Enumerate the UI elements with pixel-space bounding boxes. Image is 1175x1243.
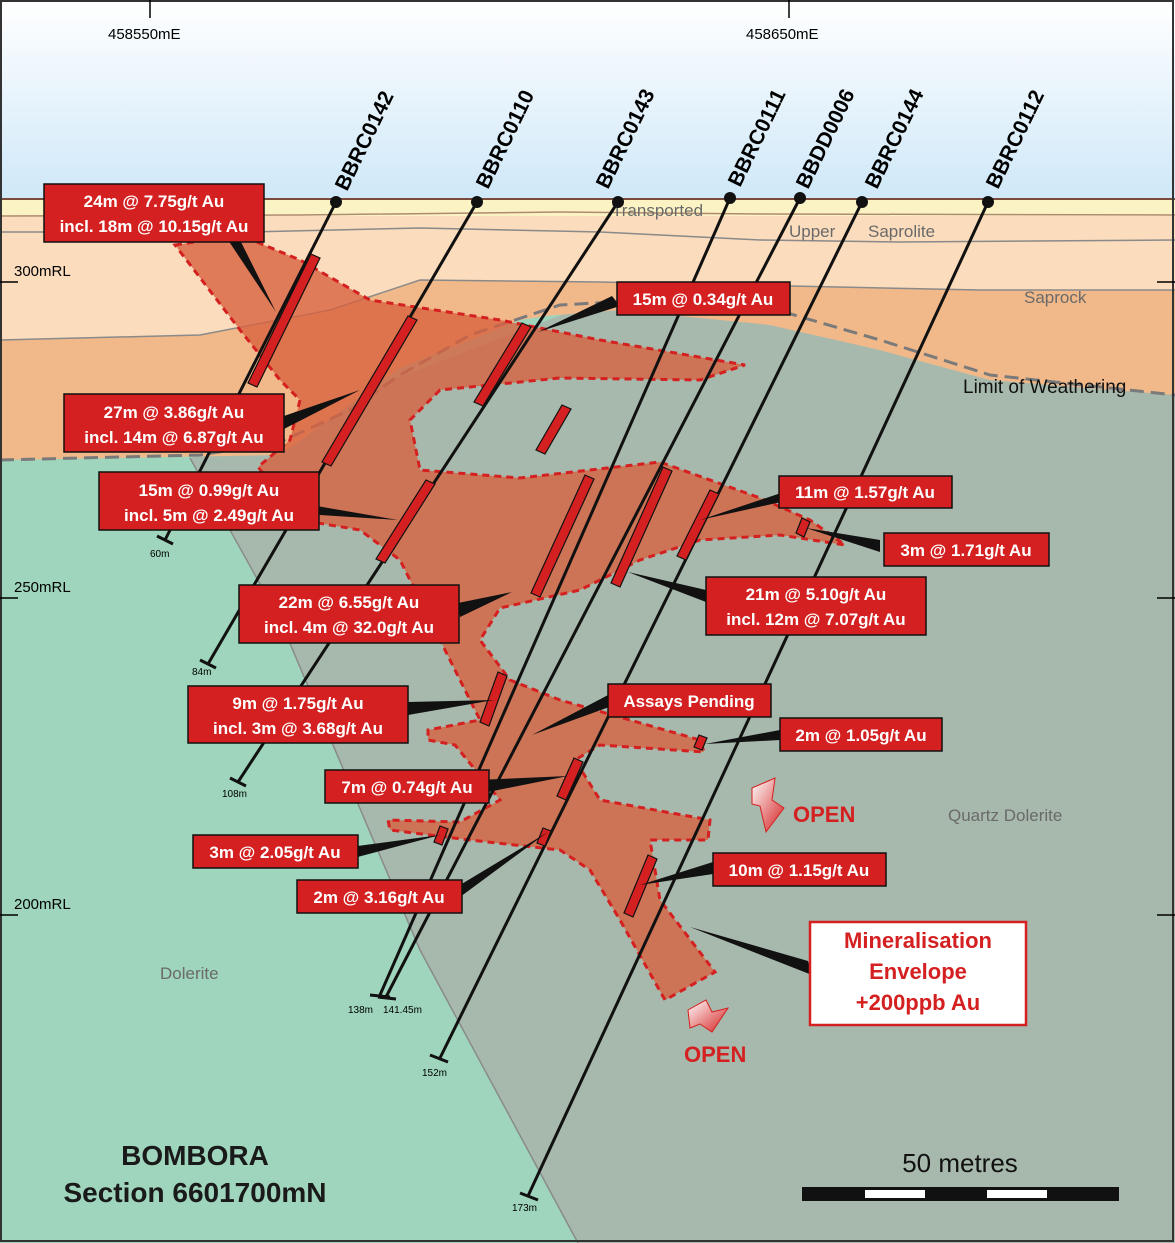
intercept-label-13: 3m @ 2.05g/t Au xyxy=(192,834,359,869)
intercept-segments xyxy=(247,253,811,918)
limit-of-weathering-line xyxy=(0,298,1175,462)
drillhole-collars xyxy=(330,192,994,208)
intercept-13-line1: 3m @ 2.05g/t Au xyxy=(209,843,340,862)
intercept-label-12: 7m @ 0.74g/t Au xyxy=(324,769,490,804)
geology-label-limit-of-weathering: Limit of Weathering xyxy=(963,377,1126,398)
intercept-label-8: 21m @ 5.10g/t Au incl. 12m @ 7.07g/t Au xyxy=(705,576,927,636)
open-arrow-icon xyxy=(687,999,730,1033)
easting-label-458650: 458650mE xyxy=(746,26,819,43)
envelope-line2: Envelope xyxy=(869,959,967,984)
intercept-label-15: 2m @ 3.16g/t Au xyxy=(296,879,463,914)
open-label-2: OPEN xyxy=(684,1042,746,1067)
intercept-8-line1: 21m @ 5.10g/t Au xyxy=(746,585,887,604)
intercept-5-line1: 11m @ 1.57g/t Au xyxy=(795,483,935,502)
coordinate-grid xyxy=(0,0,1175,916)
intercept-label-1: 24m @ 7.75g/t Au incl. 18m @ 10.15g/t Au xyxy=(43,183,265,243)
intercept-2-line1: 15m @ 0.34g/t Au xyxy=(633,290,774,309)
intercept-9-line1: 9m @ 1.75g/t Au xyxy=(232,694,363,713)
drillhole-depth-bbrc0110: 84m xyxy=(192,667,211,678)
intercept-label-4: 15m @ 0.99g/t Au incl. 5m @ 2.49g/t Au xyxy=(98,471,320,531)
drillhole-depth-bbdd0006: 141.45m xyxy=(383,1005,422,1016)
envelope-line3: +200ppb Au xyxy=(856,990,981,1015)
rl-label-300: 300mRL xyxy=(14,263,71,280)
saprock-top-line xyxy=(0,279,1175,341)
scale-bar xyxy=(802,1187,1119,1201)
intercept-11-line1: 2m @ 1.05g/t Au xyxy=(795,726,926,745)
intercept-15-line1: 2m @ 3.16g/t Au xyxy=(313,888,444,907)
intercept-4-line1: 15m @ 0.99g/t Au xyxy=(139,481,280,500)
intercept-12-line1: 7m @ 0.74g/t Au xyxy=(341,778,472,797)
drillhole-endcaps xyxy=(156,534,539,1202)
geology-label-saprock: Saprock xyxy=(1024,288,1087,307)
intercept-3-line1: 27m @ 3.86g/t Au xyxy=(104,403,245,422)
intercept-4-line2: incl. 5m @ 2.49g/t Au xyxy=(124,506,294,525)
intercept-7-line2: incl. 4m @ 32.0g/t Au xyxy=(264,618,434,637)
scale-bar-label: 50 metres xyxy=(902,1148,1018,1178)
intercept-14-line1: 10m @ 1.15g/t Au xyxy=(729,861,870,880)
intercept-label-5: 11m @ 1.57g/t Au xyxy=(778,475,953,509)
intercept-9-line2: incl. 3m @ 3.68g/t Au xyxy=(213,719,383,738)
envelope-line1: Mineralisation xyxy=(844,928,992,953)
intercept-6-line1: 3m @ 1.71g/t Au xyxy=(900,541,1031,560)
intercept-label-2: 15m @ 0.34g/t Au xyxy=(616,281,791,316)
geology-label-dolerite: Dolerite xyxy=(160,964,219,983)
intercept-label-14: 10m @ 1.15g/t Au xyxy=(712,852,887,887)
rl-label-200: 200mRL xyxy=(14,896,71,913)
intercept-10-line1: Assays Pending xyxy=(623,692,754,711)
intercept-3-line2: incl. 14m @ 6.87g/t Au xyxy=(84,428,263,447)
intercept-8-line2: incl. 12m @ 7.07g/t Au xyxy=(726,610,905,629)
intercept-label-3: 27m @ 3.86g/t Au incl. 14m @ 6.87g/t Au xyxy=(63,393,285,453)
section-title: BOMBORA xyxy=(121,1140,269,1171)
sky-area xyxy=(0,0,1175,199)
intercept-label-7: 22m @ 6.55g/t Au incl. 4m @ 32.0g/t Au xyxy=(238,584,460,644)
mineralisation-envelope-callout: Mineralisation Envelope +200ppb Au xyxy=(808,920,1028,1027)
drillhole-depth-bbrc0142: 60m xyxy=(150,549,169,560)
open-label-1: OPEN xyxy=(793,802,855,827)
intercept-1-line1: 24m @ 7.75g/t Au xyxy=(84,192,225,211)
drillhole-depth-bbrc0143: 108m xyxy=(222,789,247,800)
drillhole-depth-bbrc0144: 152m xyxy=(422,1068,447,1079)
intercept-label-9: 9m @ 1.75g/t Au incl. 3m @ 3.68g/t Au xyxy=(187,685,409,744)
geology-label-transported: Transported xyxy=(612,201,703,220)
geology-label-upper: Upper xyxy=(789,222,836,241)
transported-layer xyxy=(0,199,1175,216)
open-arrow-icon xyxy=(751,777,785,834)
intercept-label-10: Assays Pending xyxy=(607,683,772,718)
rl-label-250: 250mRL xyxy=(14,579,71,596)
geology-label-quartz-dolerite: Quartz Dolerite xyxy=(948,806,1062,825)
easting-label-458550: 458550mE xyxy=(108,26,181,43)
label-pointers xyxy=(228,240,880,975)
geology-label-saprolite: Saprolite xyxy=(868,222,935,241)
intercept-label-11: 2m @ 1.05g/t Au xyxy=(779,717,943,752)
drillhole-depth-bbrc0111: 138m xyxy=(348,1005,373,1016)
intercept-7-line1: 22m @ 6.55g/t Au xyxy=(279,593,420,612)
intercept-label-6: 3m @ 1.71g/t Au xyxy=(883,532,1050,567)
section-subtitle: Section 6601700mN xyxy=(63,1177,326,1208)
drillhole-depth-bbrc0112: 173m xyxy=(512,1203,537,1214)
intercept-1-line2: incl. 18m @ 10.15g/t Au xyxy=(60,217,249,236)
